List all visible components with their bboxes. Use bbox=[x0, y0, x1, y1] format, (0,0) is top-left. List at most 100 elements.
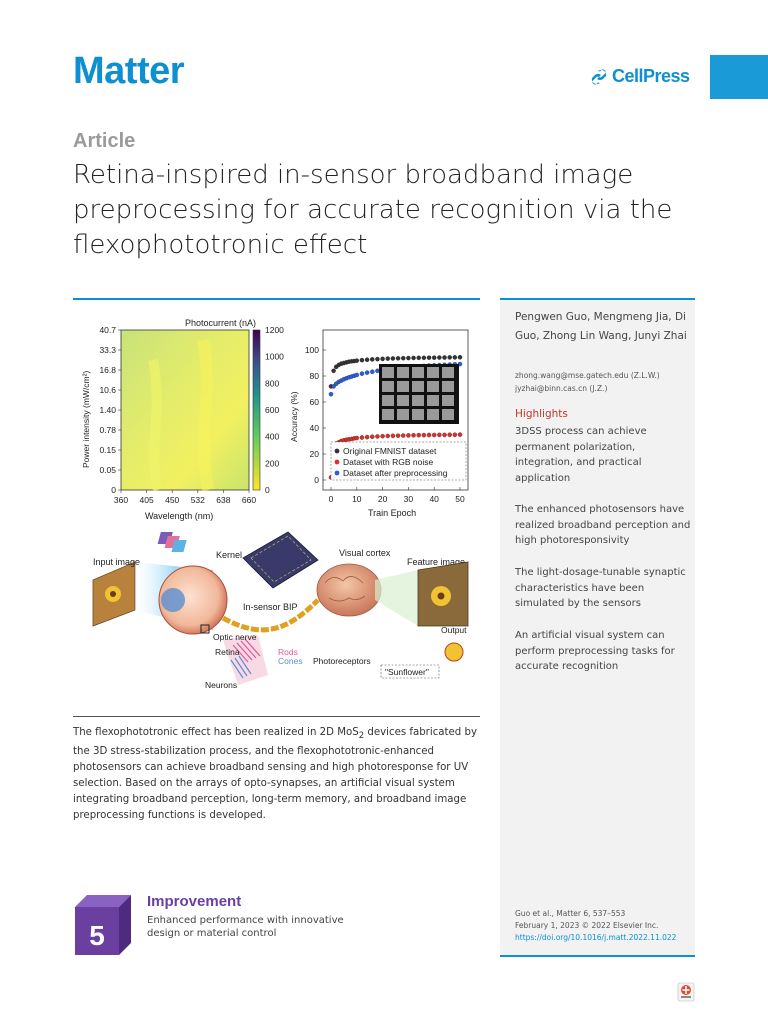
optic-nerve-path bbox=[221, 598, 320, 633]
article-type-label: Article bbox=[73, 130, 136, 152]
colorbar-tick-label: 800 bbox=[265, 378, 279, 388]
accuracy-y-tick-label: 20 bbox=[310, 449, 320, 459]
feature-image bbox=[417, 561, 469, 627]
improvement-badge: 5 bbox=[73, 893, 133, 961]
accuracy-point-series-1 bbox=[370, 434, 375, 439]
input-image bbox=[92, 561, 136, 627]
accuracy-point-series-1 bbox=[385, 433, 391, 439]
highlight-item: An artificial visual system can perform … bbox=[515, 630, 675, 672]
accuracy-point-series-1 bbox=[426, 432, 432, 438]
author-list: Pengwen Guo, Mengmeng Jia, Di Guo, Zhong… bbox=[515, 311, 687, 342]
colorbar-tick-label: 600 bbox=[265, 405, 279, 415]
accuracy-point-series-1 bbox=[380, 433, 385, 439]
accuracy-point-series-0 bbox=[416, 355, 421, 361]
accuracy-point-series-0 bbox=[331, 368, 336, 374]
heatmap-y-label: Power intensity (mW/cm²) bbox=[81, 371, 91, 468]
colorbar-tick-label: 1000 bbox=[265, 352, 284, 362]
accuracy-point-series-0 bbox=[380, 356, 385, 362]
sidebar-panel bbox=[500, 298, 695, 957]
heatmap-y-tick-label: 33.3 bbox=[99, 345, 116, 355]
accuracy-point-series-0 bbox=[354, 358, 360, 363]
cellpress-icon bbox=[591, 69, 607, 84]
accuracy-point-series-0 bbox=[395, 356, 401, 361]
badge-number: 5 bbox=[89, 920, 105, 951]
accuracy-y-tick-label: 0 bbox=[314, 475, 319, 485]
accuracy-point-series-1 bbox=[411, 433, 416, 438]
brain-illustration bbox=[316, 563, 382, 617]
label-photoreceptors: Photoreceptors bbox=[313, 656, 371, 666]
heatmap-x-label: Wavelength (nm) bbox=[145, 511, 213, 521]
accuracy-point-series-0 bbox=[375, 356, 380, 362]
highlight-item: 3DSS process can achieve permanent polar… bbox=[515, 426, 647, 484]
cube-icon: 5 bbox=[75, 895, 131, 955]
accuracy-point-series-0 bbox=[437, 355, 442, 360]
eye-illustration bbox=[158, 565, 228, 635]
legend-original: Original FMNIST dataset bbox=[343, 446, 437, 456]
legend-marker-original bbox=[334, 448, 340, 454]
accuracy-point-series-1 bbox=[437, 432, 442, 438]
label-rods: Rods bbox=[278, 647, 298, 657]
label-retina: Retina bbox=[215, 647, 240, 657]
colorbar-tick-label: 400 bbox=[265, 432, 279, 442]
label-input-image: Input image bbox=[93, 557, 140, 567]
accuracy-point-series-1 bbox=[400, 433, 406, 438]
accuracy-y-label: Accuracy (%) bbox=[289, 391, 299, 442]
accuracy-y-tick-label: 80 bbox=[310, 371, 320, 381]
heatmap-y-tick-label: 0.15 bbox=[99, 445, 116, 455]
email-2[interactable]: jyzhai@binn.cas.cn (J.Z.) bbox=[515, 384, 608, 393]
heatmap-colorbar-title: Photocurrent (nA) bbox=[185, 318, 256, 328]
doi-link[interactable]: https://doi.org/10.1016/j.matt.2022.11.0… bbox=[515, 933, 677, 942]
heatmap-x-tick-label: 638 bbox=[216, 495, 230, 505]
output-flower-icon bbox=[444, 642, 464, 662]
accuracy-point-series-1 bbox=[431, 432, 437, 438]
legend-marker-preprocessing bbox=[334, 470, 340, 476]
accuracy-point-series-0 bbox=[426, 355, 432, 360]
heatmap-y-tick-label: 40.7 bbox=[99, 325, 116, 335]
feature-beam bbox=[375, 570, 418, 626]
label-optic-nerve: Optic nerve bbox=[213, 632, 257, 642]
colorbar-tick-label: 200 bbox=[265, 458, 279, 468]
heatmap-y-tick-label: 0 bbox=[111, 485, 116, 495]
accuracy-point-series-1 bbox=[395, 433, 401, 438]
retina-detail bbox=[200, 624, 268, 685]
accuracy-point-series-0 bbox=[421, 355, 427, 361]
accuracy-point-series-1 bbox=[375, 434, 380, 439]
colorbar-tick-label: 1200 bbox=[265, 325, 284, 335]
accuracy-point-series-1 bbox=[447, 432, 452, 438]
heatmap-y-tick-label: 16.8 bbox=[99, 365, 116, 375]
heatmap-y-tick-label: 10.6 bbox=[99, 385, 116, 395]
abstract-text: The flexophototronic effect has been rea… bbox=[73, 727, 478, 822]
accuracy-x-tick-label: 40 bbox=[429, 494, 439, 504]
crossmark-icon[interactable] bbox=[677, 982, 695, 1006]
accuracy-x-tick-label: 50 bbox=[455, 494, 465, 504]
colorbar-tick-label: 0 bbox=[265, 485, 270, 495]
accuracy-point-series-1 bbox=[442, 432, 447, 438]
accuracy-point-series-0 bbox=[359, 357, 365, 363]
accuracy-point-series-0 bbox=[390, 356, 396, 361]
publisher-logo[interactable]: CellPress bbox=[590, 66, 690, 87]
citation-block: Guo et al., Matter 6, 537–553 February 1… bbox=[515, 908, 690, 944]
label-output: Output bbox=[441, 625, 467, 635]
accuracy-point-series-2 bbox=[328, 391, 334, 397]
accuracy-point-series-0 bbox=[411, 355, 416, 361]
heatmap-x-tick-label: 405 bbox=[140, 495, 154, 505]
accuracy-x-tick-label: 10 bbox=[352, 494, 362, 504]
heatmap-colorbar bbox=[252, 329, 261, 491]
accuracy-point-series-2 bbox=[364, 370, 370, 375]
label-visual-cortex: Visual cortex bbox=[339, 548, 391, 558]
accuracy-point-series-1 bbox=[354, 435, 360, 441]
accuracy-point-series-1 bbox=[421, 432, 427, 438]
accuracy-point-series-0 bbox=[364, 357, 370, 363]
accuracy-legend bbox=[330, 441, 467, 481]
label-sunflower: "Sunflower" bbox=[385, 667, 429, 677]
legend-marker-noise bbox=[334, 459, 340, 465]
highlight-item: The light-dosage-tunable synaptic charac… bbox=[515, 567, 686, 609]
accuracy-y-tick-label: 100 bbox=[305, 345, 319, 355]
email-1[interactable]: zhong.wang@mse.gatech.edu (Z.L.W.) bbox=[515, 371, 660, 380]
accuracy-point-series-0 bbox=[452, 355, 458, 360]
figure-bottom-rule bbox=[73, 716, 480, 717]
accuracy-point-series-2 bbox=[359, 371, 365, 376]
